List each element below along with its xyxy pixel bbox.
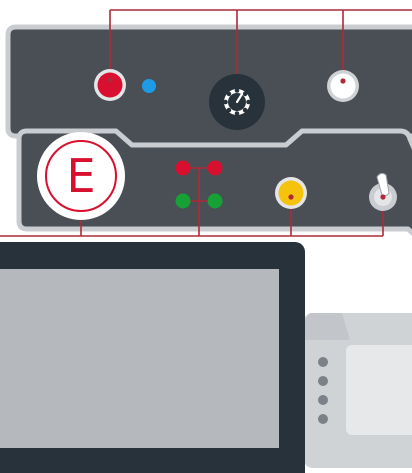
device-button[interactable]	[318, 376, 328, 386]
white-pushbutton-icon[interactable]	[327, 70, 359, 102]
green-led	[208, 194, 223, 209]
handheld-pendant-icon	[303, 313, 412, 468]
device-button[interactable]	[318, 357, 328, 367]
rotary-knob-icon[interactable]	[209, 74, 265, 130]
yellow-pushbutton-icon[interactable]	[275, 177, 307, 209]
display-screen[interactable]	[0, 269, 279, 448]
touch-display-icon[interactable]	[0, 242, 305, 473]
device-button[interactable]	[318, 395, 328, 405]
red-led	[176, 161, 191, 176]
emergency-stop-icon[interactable]: E	[37, 132, 125, 220]
red-led	[208, 161, 223, 176]
estop-letter: E	[66, 149, 95, 203]
device-button[interactable]	[318, 414, 328, 424]
blue-indicator-icon	[142, 79, 156, 93]
green-led	[176, 194, 191, 209]
red-pushbutton-icon[interactable]	[94, 69, 126, 101]
